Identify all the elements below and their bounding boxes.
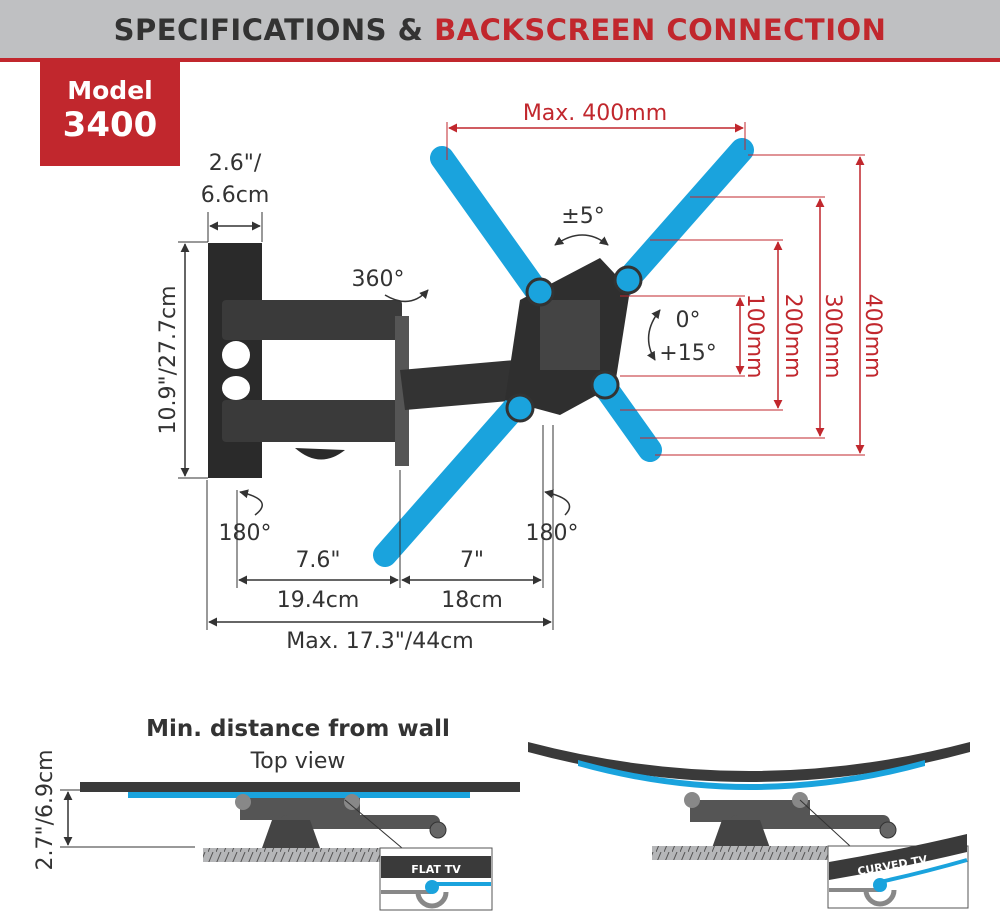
vesa-100-label: 100mm [742,294,767,379]
wall-distance-dim [60,789,195,848]
arm-swivel-label: 180° [526,521,579,546]
wall-plate-height-dim: 10.9"/27.7cm [156,241,208,479]
model-number: 3400 [62,105,158,145]
vesa-plate [505,258,643,423]
dim-text: Max. 400mm [523,101,667,126]
level-adjust-label: ±5° [561,204,604,229]
head-rotation-label: 360° [352,267,405,292]
vesa-200-label: 200mm [780,294,805,379]
arm2-cm-label: 18cm [441,588,503,613]
tilt-min-label: 0° [676,308,701,333]
page-title: SPECIFICATIONS & BACKSCREEN CONNECTION [0,0,1000,60]
model-label: Model [67,76,153,105]
curved-tv-top-view: CURVED TV [528,742,970,909]
rotation-labels [239,234,661,516]
wall-plate-width-dim: 2.6"/ 6.6cm [201,151,270,242]
tilt-max-label: +15° [659,341,716,366]
dim-text: 10.9"/27.7cm [156,285,181,434]
arm1-inch-label: 7.6" [295,548,340,573]
model-badge: Model 3400 [40,62,180,166]
wall-distance-label: 2.7"/6.9cm [33,749,58,870]
dim-text: 2.6"/ [209,151,262,176]
vesa-400-label: 400mm [860,294,885,379]
dim-text: 6.6cm [201,183,270,208]
max-extension-label: Max. 17.3"/44cm [286,629,474,654]
flat-tv-top-view: FLAT TV [80,782,520,911]
arm2-inch-label: 7" [460,548,484,573]
vesa-max-dim: Max. 400mm [446,101,746,160]
extension-dims [206,425,554,630]
title-part-1: SPECIFICATIONS & [113,13,424,47]
vesa-vertical-dims [620,154,865,456]
wall-mount-arm [208,243,520,478]
title-part-2: BACKSCREEN CONNECTION [434,13,887,47]
flat-tv-label: FLAT TV [411,863,461,876]
wall-swivel-label: 180° [219,521,272,546]
arm1-cm-label: 19.4cm [277,588,360,613]
vesa-300-label: 300mm [820,294,845,379]
header-banner: SPECIFICATIONS & BACKSCREEN CONNECTION [0,0,1000,62]
min-distance-title: Min. distance from wall [146,716,450,742]
top-view-subtitle: Top view [250,749,346,774]
